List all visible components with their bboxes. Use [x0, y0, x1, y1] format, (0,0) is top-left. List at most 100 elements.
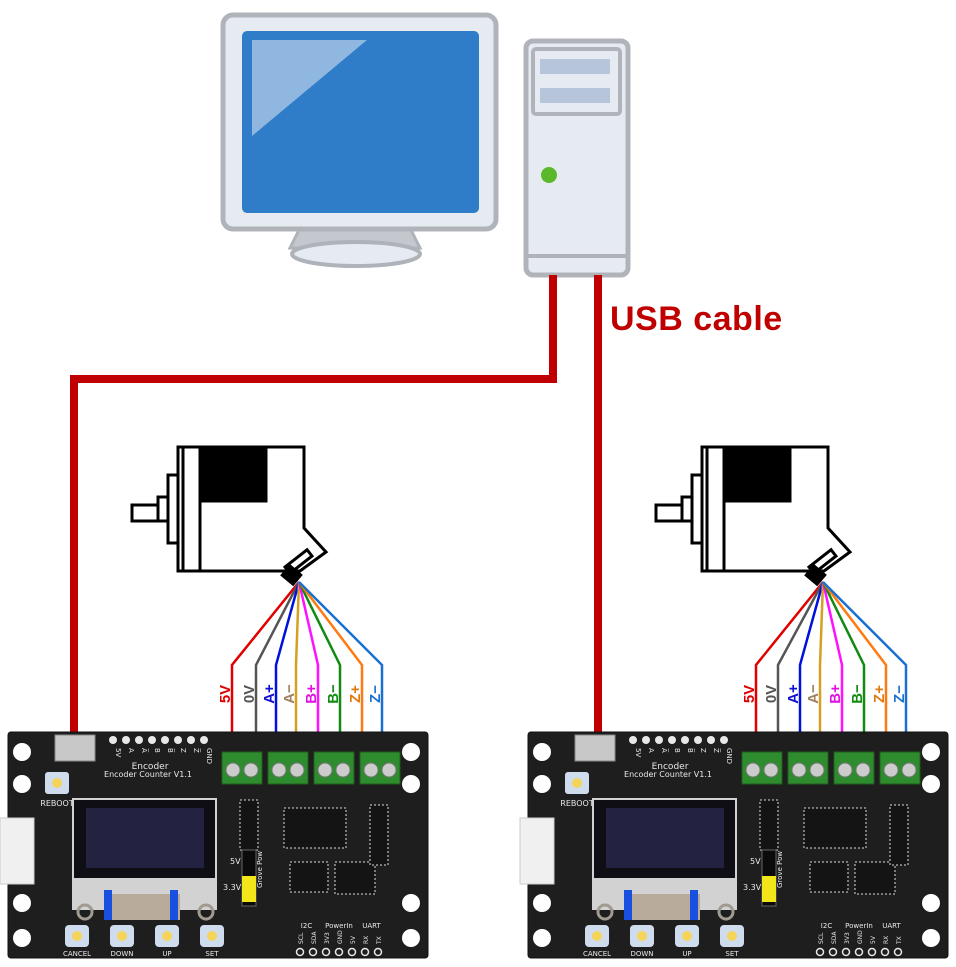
mounting-hole — [922, 775, 940, 793]
encoder-wire — [298, 581, 384, 755]
mounting-hole — [402, 743, 420, 761]
header-pad — [174, 736, 182, 744]
nav-button-cap — [72, 931, 82, 941]
encoder-wire-bundle — [754, 581, 908, 755]
nav-button-cap — [682, 931, 692, 941]
encoder-label-plate — [198, 445, 268, 503]
header-pad — [122, 736, 130, 744]
mounting-hole — [922, 743, 940, 761]
connector-group-label: PowerIn — [845, 922, 873, 930]
mounting-hole — [13, 929, 31, 947]
encoder-wire — [822, 581, 908, 755]
nav-button-cap — [207, 931, 217, 941]
connector-pin-label: SCL — [298, 932, 305, 944]
jumper-cap — [242, 876, 256, 902]
connector-pad — [854, 947, 864, 957]
connector-pin-label: 5V — [350, 935, 357, 944]
connector-pin-label: SCL — [818, 932, 825, 944]
usb-port — [574, 734, 616, 762]
terminal-screw — [289, 762, 305, 778]
header-pad — [161, 736, 169, 744]
header-pin-label: Z — [699, 748, 707, 753]
standoff — [717, 903, 735, 921]
header-pad — [629, 736, 637, 744]
terminal-screw — [855, 762, 871, 778]
wire-label: 5V — [217, 685, 234, 703]
header-pad — [109, 736, 117, 744]
terminal-screw — [883, 762, 899, 778]
encoder-wire — [754, 581, 824, 755]
terminal-screw — [243, 762, 259, 778]
connector-pin-label: RX — [883, 936, 890, 944]
standoff — [596, 903, 614, 921]
terminal-screw — [225, 762, 241, 778]
reboot-button-cap — [52, 778, 62, 788]
header-pad — [148, 736, 156, 744]
grove-connector — [519, 817, 555, 885]
connector-pad — [867, 947, 877, 957]
nav-button-label: SET — [205, 950, 219, 958]
connector-pad — [815, 947, 825, 957]
connector-group-label: I2C — [821, 922, 833, 930]
connector-pin-label: GND — [857, 930, 864, 944]
connector-group-label: UART — [362, 922, 381, 930]
encoder-label-plate — [722, 445, 792, 503]
encoder-wire — [274, 581, 301, 755]
encoder-wire — [298, 581, 364, 755]
connector-pad — [321, 947, 331, 957]
terminal-screw — [271, 762, 287, 778]
wire-label: A+ — [785, 684, 802, 704]
wire-label: Z+ — [871, 685, 888, 703]
wire-label: A− — [281, 684, 298, 704]
header-pad — [642, 736, 650, 744]
wire-label: Z− — [367, 685, 384, 703]
header-pin-label: Z — [179, 748, 187, 753]
mounting-hole — [13, 894, 31, 912]
flex-edge — [690, 890, 698, 920]
header-pin-label: GND — [205, 748, 213, 764]
ic-chip — [854, 861, 896, 895]
ic-chip — [809, 861, 849, 893]
jumper-label-3v3: 3.3V — [743, 883, 762, 892]
header-pin-label: B — [673, 748, 681, 753]
nav-button-label: SET — [725, 950, 739, 958]
standoff — [76, 903, 94, 921]
nav-button-cap — [117, 931, 127, 941]
wire-label: B+ — [827, 684, 844, 704]
rotary-encoder-icon — [130, 445, 329, 587]
ic-chip — [239, 799, 259, 851]
encoder-wire — [798, 581, 825, 755]
connector-pad — [893, 947, 903, 957]
encoder-wire — [230, 581, 300, 755]
header-pad — [707, 736, 715, 744]
terminal-screw — [763, 762, 779, 778]
nav-button-label: DOWN — [630, 950, 653, 958]
connector-pin-label: SDA — [831, 931, 838, 944]
nav-button-cap — [637, 931, 647, 941]
header-pin-label: GND — [725, 748, 733, 764]
oled-screen — [86, 808, 204, 868]
mounting-hole — [402, 929, 420, 947]
rotary-encoder-icon — [654, 445, 853, 587]
mounting-hole — [533, 743, 551, 761]
encoder-wire — [297, 581, 342, 755]
oled-flex-cable — [110, 894, 180, 920]
encoder-cable-boot — [280, 563, 303, 587]
terminal-screw — [363, 762, 379, 778]
header-pin-label: 5V — [634, 748, 642, 757]
wire-label: Z− — [891, 685, 908, 703]
standoff — [197, 903, 215, 921]
pc-tower-icon — [523, 38, 631, 278]
header-pad — [668, 736, 676, 744]
mounting-hole — [922, 894, 940, 912]
oled-screen — [606, 808, 724, 868]
oled-flex-cable — [630, 894, 700, 920]
encoder-wire — [297, 581, 320, 755]
header-pin-label: Z̅ — [712, 748, 721, 753]
usb-cable-left — [70, 275, 557, 735]
connector-pin-label: RX — [363, 936, 370, 944]
mounting-hole — [402, 775, 420, 793]
